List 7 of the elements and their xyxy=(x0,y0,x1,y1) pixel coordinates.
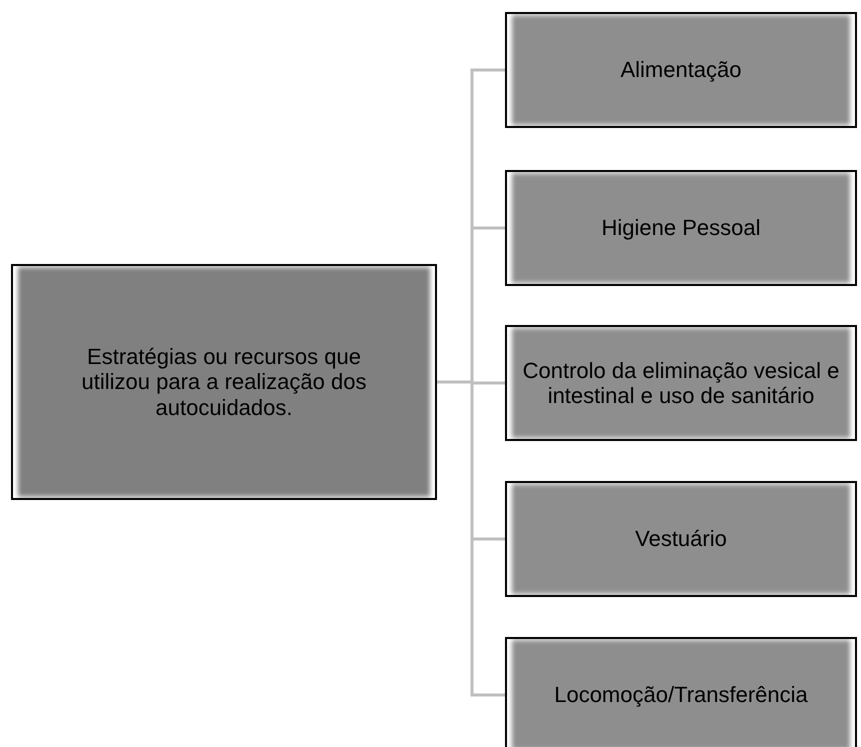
root-box: Estratégias ou recursos que utilizou para a realização dos autocuidados. xyxy=(11,264,437,500)
connector-line xyxy=(437,380,505,696)
category-box: Vestuário xyxy=(505,481,857,597)
category-box: Alimentação xyxy=(505,12,857,128)
category-box: Higiene Pessoal xyxy=(505,170,857,286)
category-box: Locomoção/Transferência xyxy=(505,637,857,747)
category-box: Controlo da eliminação vesical e intestinal e uso de sanitário xyxy=(505,325,857,441)
